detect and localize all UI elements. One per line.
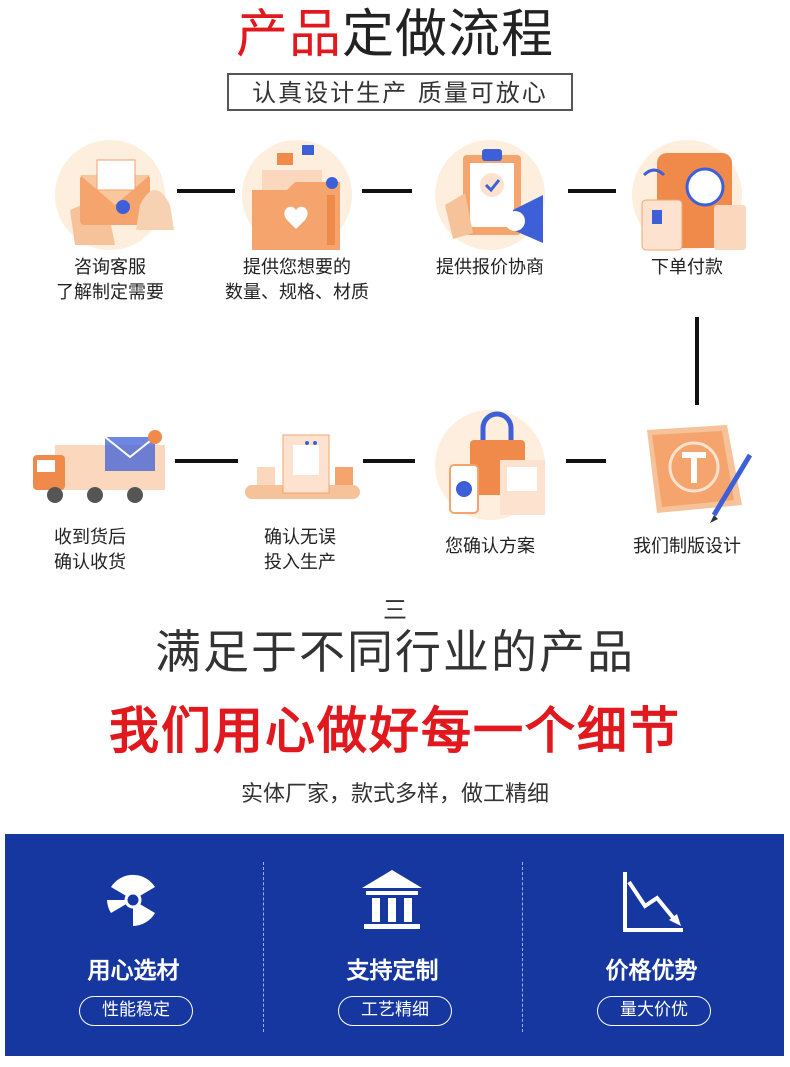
connector-line: [568, 189, 616, 193]
step-production: 确认无误 投入生产: [215, 405, 385, 575]
step-requirements: 提供您想要的 数量、规格、材质: [212, 135, 382, 305]
feature-title: 用心选材: [87, 958, 180, 984]
title-rest: 定做流程: [342, 5, 555, 65]
step-consult: 咨询客服 了解制定需要: [25, 135, 195, 305]
feature-title: 支持定制: [346, 958, 439, 984]
building-icon: [352, 860, 432, 940]
feature-title: 价格优势: [605, 958, 698, 984]
page-title: 产品定做流程: [0, 6, 790, 64]
step-payment: 下单付款: [602, 135, 772, 280]
section-glyph: 三: [383, 596, 407, 624]
step-label: 提供您想要的 数量、规格、材质: [225, 257, 369, 303]
production-line-icon: [235, 405, 365, 525]
connector-line: [362, 189, 412, 193]
feature-materials: 用心选材 性能稳定: [5, 834, 262, 1056]
delivery-truck-icon: [25, 405, 165, 525]
step-label: 确认无误 投入生产: [264, 527, 336, 573]
step-label: 您确认方案: [445, 536, 535, 557]
step-label: 下单付款: [651, 257, 723, 278]
card-payment-icon: [622, 135, 752, 255]
connector-line: [175, 459, 238, 463]
clipboard-megaphone-icon: [425, 135, 555, 255]
envelope-bell-icon: [45, 135, 175, 255]
folder-heart-icon: [232, 135, 362, 255]
section-headline-red: 我们用心做好每一个细节: [109, 702, 681, 760]
feature-badge: 量大价优: [597, 996, 711, 1026]
step-label: 提供报价协商: [436, 257, 544, 278]
feature-divider: [263, 862, 264, 1032]
step-quote: 提供报价协商: [405, 135, 575, 280]
feature-custom: 支持定制 工艺精细: [264, 834, 521, 1056]
connector-line: [566, 459, 606, 463]
connector-line-vertical: [695, 317, 699, 405]
connector-line: [363, 459, 415, 463]
blueprint-pen-icon: [622, 405, 752, 525]
section-headline: 满足于不同行业的产品: [155, 625, 635, 679]
section-tagline: 实体厂家，款式多样，做工精细: [240, 782, 549, 807]
subtitle-box: 认真设计生产 质量可放心: [227, 69, 573, 111]
connector-line: [177, 189, 235, 193]
feature-price: 价格优势 量大价优: [523, 834, 780, 1056]
feature-badge: 性能稳定: [79, 996, 193, 1026]
step-label: 我们制版设计: [633, 536, 741, 557]
step-label: 咨询客服 了解制定需要: [56, 257, 164, 303]
step-receive: 收到货后 确认收货: [5, 405, 175, 575]
step-design: 我们制版设计: [602, 405, 772, 559]
shopping-bag-icon: [425, 405, 555, 525]
step-confirm-plan: 您确认方案: [405, 405, 575, 559]
title-highlight: 产品: [235, 5, 342, 65]
trend-down-icon: [611, 860, 691, 940]
feature-divider: [522, 862, 523, 1032]
step-label: 收到货后 确认收货: [54, 527, 126, 573]
subtitle: 认真设计生产 质量可放心: [252, 79, 548, 107]
feature-panel: 用心选材 性能稳定 支持定制 工艺精细 价格优势 量大价优: [5, 834, 784, 1056]
radiation-icon: [93, 860, 173, 940]
feature-badge: 工艺精细: [338, 996, 452, 1026]
